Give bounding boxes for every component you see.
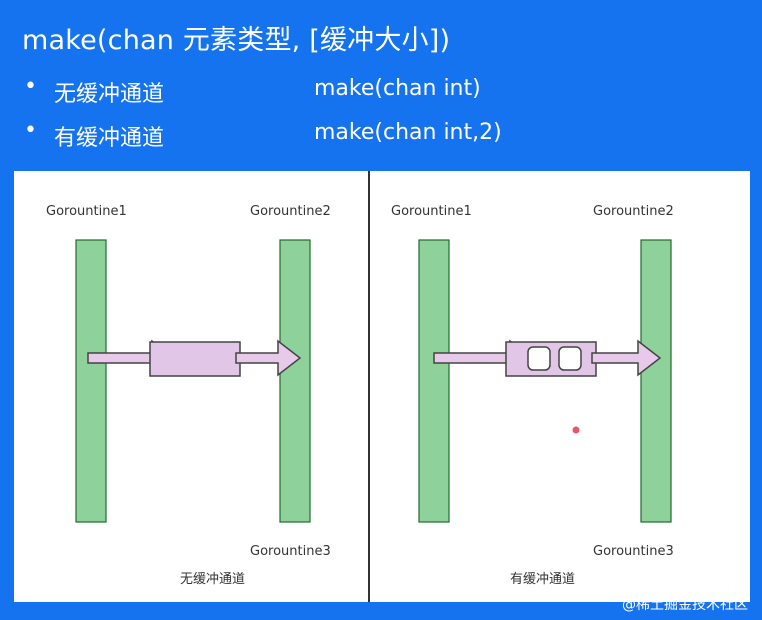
bullet-code-buffered: make(chan int,2): [314, 120, 502, 145]
caption-buffered: 有缓冲通道: [510, 572, 575, 587]
label-goroutine1: Gorountine1: [46, 204, 127, 219]
cursor-dot: [572, 426, 580, 434]
channel-diagram: Gorountine1 Gorountine2 Gorountine3 无缓冲通…: [46, 171, 674, 602]
unbuffered-diagram: Gorountine1 Gorountine2 Gorountine3 无缓冲通…: [46, 204, 331, 587]
bullet-dot: •: [24, 118, 37, 143]
label-goroutine3: Gorountine3: [250, 544, 331, 559]
bullet-label-buffered: 有缓冲通道: [54, 126, 165, 151]
slide-title: make(chan 元素类型, [缓冲大小]): [22, 25, 451, 56]
buffered-channel: [505, 341, 597, 377]
label-goroutine2: Gorountine2: [250, 204, 331, 219]
site-watermark: @稀土掘金技术社区: [622, 597, 748, 613]
diagram-panel: Gorountine1 Gorountine2 Gorountine3 无缓冲通…: [14, 171, 750, 602]
buffer-slot-1: [527, 346, 551, 371]
goroutine2-bar: [640, 239, 672, 523]
label-goroutine1: Gorountine1: [391, 204, 472, 219]
receive-arrow: [591, 339, 662, 377]
buffered-diagram: Gorountine1 Gorountine2 Gorountine3 有缓冲通…: [391, 204, 674, 587]
buffer-slot-2: [558, 346, 582, 371]
label-goroutine2: Gorountine2: [593, 204, 674, 219]
bullet-label-unbuffered: 无缓冲通道: [54, 82, 165, 107]
bullet-dot: •: [24, 74, 37, 99]
caption-unbuffered: 无缓冲通道: [180, 572, 245, 587]
goroutine1-bar: [418, 239, 450, 523]
receive-arrow: [235, 339, 302, 377]
goroutine2-bar: [279, 239, 311, 523]
label-goroutine3: Gorountine3: [593, 544, 674, 559]
bullet-code-unbuffered: make(chan int): [314, 76, 481, 101]
unbuffered-channel: [149, 341, 241, 377]
goroutine1-bar: [75, 239, 107, 523]
